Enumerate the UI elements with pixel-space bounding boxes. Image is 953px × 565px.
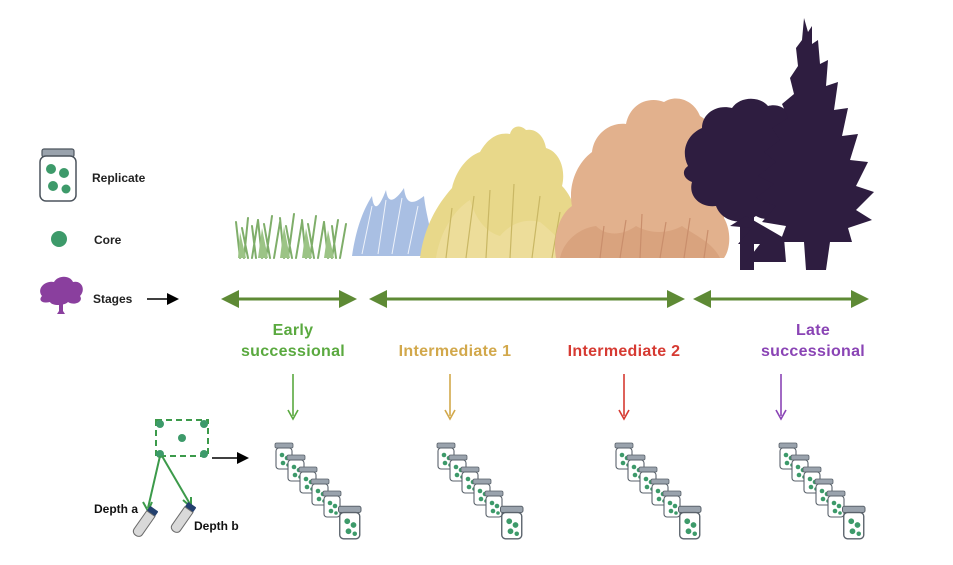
replicate-jar-stack-intermediate-2 — [614, 442, 702, 540]
legend-stages-label: Stages — [93, 292, 133, 306]
legend-replicate-label: Replicate — [92, 171, 146, 185]
grass-green-illustration — [235, 213, 347, 259]
legend-core-label: Core — [94, 233, 122, 247]
jar-icon — [39, 148, 77, 202]
grass-yellow-illustration — [420, 126, 581, 259]
stage-label-intermediate-2-line1: Intermediate 2 — [567, 343, 681, 360]
plot-core-2 — [200, 420, 208, 428]
legend: Replicate Core Stages — [39, 148, 179, 314]
stage-label-early: Early successional — [222, 320, 364, 362]
stage-label-early-line1: Early — [272, 322, 314, 339]
plot-core-5 — [200, 450, 208, 458]
down-arrow-intermediate-1-head — [444, 409, 456, 421]
stage-label-intermediate-1-line1: Intermediate 1 — [398, 343, 512, 360]
plot-core-1 — [156, 420, 164, 428]
shrub-tan-illustration — [554, 98, 730, 259]
sample-plot-square — [155, 419, 209, 457]
stage-down-arrows — [287, 374, 787, 421]
sampling-plot — [132, 419, 249, 537]
down-arrow-early-head — [287, 409, 299, 421]
plot-core-3 — [178, 434, 186, 442]
down-arrow-intermediate-2-head — [618, 409, 630, 421]
depth-a-line — [147, 455, 161, 509]
stage-label-late: Late successional — [748, 320, 878, 362]
depth-a-label: Depth a — [94, 502, 139, 516]
vegetation-illustration — [235, 18, 874, 270]
soil-tube-icon — [170, 502, 196, 533]
depth-b-label: Depth b — [194, 519, 239, 533]
stage-label-intermediate-2: Intermediate 2 — [548, 341, 700, 362]
replicate-jar-stack-late — [778, 442, 866, 540]
stage-label-late-line1: Late — [795, 322, 831, 339]
tree-dark-illustration — [683, 18, 874, 270]
grass-blue-illustration — [352, 188, 434, 256]
stage-label-intermediate-1: Intermediate 1 — [380, 341, 530, 362]
replicate-jar-stack-early — [274, 442, 362, 540]
tree-icon — [40, 276, 83, 314]
core-icon — [51, 231, 67, 247]
stage-label-early-line2: successional — [240, 343, 346, 360]
replicate-jar-stack-intermediate-1 — [436, 442, 524, 540]
soil-tube-icon — [132, 506, 158, 537]
down-arrow-late-head — [775, 409, 787, 421]
depth-b-line — [161, 455, 191, 505]
stage-label-late-line2: successional — [760, 343, 866, 360]
